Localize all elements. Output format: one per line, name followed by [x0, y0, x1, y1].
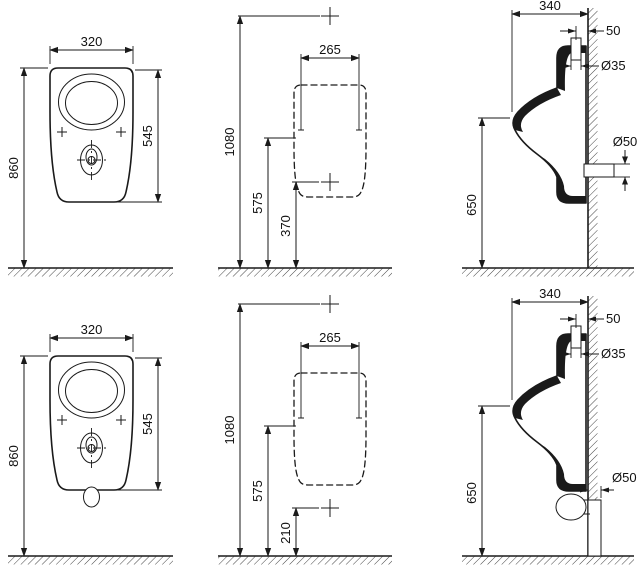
- dim-bowl-height: 545: [117, 69, 162, 203]
- urinal-side-profile: [512, 45, 587, 204]
- dim-label-bowl-height: 545: [140, 125, 155, 147]
- floor-hatch: [462, 268, 634, 277]
- dim-outlet-diameter: Ø50: [613, 134, 638, 191]
- floor-hatch: [462, 556, 634, 565]
- wall-hatch: [588, 296, 598, 556]
- dim-mid-height: 575: [250, 425, 296, 557]
- dim-inlet-diameter: Ø35: [558, 58, 626, 73]
- dim-label-fixing-width: 265: [319, 42, 341, 57]
- dim-rim-height: 650: [464, 405, 510, 557]
- outlet-cross-mark: [321, 499, 339, 517]
- dim-outlet-height: 210: [278, 507, 319, 557]
- row1-front-view: 320 545 860: [6, 34, 173, 277]
- urinal-outline-dashed: [293, 372, 367, 486]
- dim-label-outlet-height: 370: [278, 215, 293, 237]
- flush-target-symbol: [77, 140, 106, 182]
- row1: 320 545 860: [6, 0, 637, 277]
- dim-label-outlet-height: 210: [278, 522, 293, 544]
- row2: 320 545 860: [6, 286, 637, 565]
- downpipe: [587, 499, 602, 557]
- dim-label-depth: 340: [539, 0, 561, 13]
- dim-label-mid-height: 575: [250, 480, 265, 502]
- front-outlet-trap: [83, 486, 100, 508]
- dim-depth: 340: [511, 286, 589, 400]
- dim-label-inlet-diameter: Ø35: [601, 58, 626, 73]
- fixing-marks: [57, 415, 126, 425]
- floor-hatch: [8, 268, 173, 277]
- dim-total-height: 860: [6, 355, 48, 557]
- dim-bowl-height: 545: [117, 357, 162, 491]
- dim-label-supply-offset: 50: [606, 311, 620, 326]
- dim-label-outlet-diameter: Ø50: [612, 470, 637, 485]
- rim-outer: [58, 73, 125, 131]
- dim-label-fixing-width: 265: [319, 330, 341, 345]
- section-top: [557, 46, 586, 91]
- dim-label-supply-height: 1080: [222, 416, 237, 445]
- supply-cross-mark: [321, 295, 339, 313]
- outlet-pipe: [583, 163, 615, 178]
- dim-front-width: 320: [49, 34, 134, 64]
- dim-mid-height: 575: [250, 137, 296, 269]
- dim-label-total-height: 860: [6, 445, 21, 467]
- dim-label-depth: 340: [539, 286, 561, 301]
- floor-hatch: [218, 556, 392, 565]
- rim-inner: [65, 369, 118, 413]
- floor-hatch: [8, 556, 173, 565]
- flush-target-symbol: [77, 428, 106, 470]
- outlet-cross-mark: [321, 173, 339, 191]
- dim-label-bowl-height: 545: [140, 413, 155, 435]
- dim-supply-offset: 50: [560, 311, 620, 328]
- dim-label-total-height: 860: [6, 157, 21, 179]
- dim-label-supply-offset: 50: [606, 23, 620, 38]
- dim-fixing-width: 265: [298, 42, 362, 131]
- urinal-outline-dashed: [293, 84, 367, 198]
- inlet-spigot: [570, 37, 582, 61]
- dim-depth: 340: [511, 0, 589, 112]
- dim-supply-height: 1080: [222, 15, 320, 269]
- dim-rim-height: 650: [464, 117, 510, 269]
- section-top: [557, 334, 586, 379]
- siphon-trap: [555, 493, 587, 521]
- dim-label-front-width: 320: [81, 322, 103, 337]
- dim-supply-height: 1080: [222, 303, 320, 557]
- supply-cross-mark: [321, 7, 339, 25]
- fixing-marks: [57, 127, 126, 137]
- dim-label-supply-height: 1080: [222, 128, 237, 157]
- dim-label-mid-height: 575: [250, 192, 265, 214]
- row2-side-view: 340 50 Ø35 Ø50: [462, 286, 637, 565]
- section-rim: [513, 376, 561, 420]
- dim-outlet-diameter: Ø50: [572, 470, 637, 498]
- dim-front-width: 320: [49, 322, 134, 352]
- row1-side-view: 340 50 Ø35 Ø50: [462, 0, 637, 277]
- section-bottom: [537, 154, 586, 203]
- dim-supply-offset: 50: [560, 23, 620, 40]
- dim-label-inlet-diameter: Ø35: [601, 346, 626, 361]
- dim-fixing-width: 265: [298, 330, 362, 419]
- row1-installation-view: 265 1080 575 370: [218, 7, 392, 277]
- rim-inner: [65, 81, 118, 125]
- urinal-front-body: [49, 67, 134, 203]
- dim-total-height: 860: [6, 67, 48, 269]
- rim-outer: [58, 361, 125, 419]
- urinal-side-profile: [512, 333, 587, 492]
- dim-outlet-height: 370: [278, 181, 319, 269]
- dim-label-front-width: 320: [81, 34, 103, 49]
- floor-hatch: [218, 268, 392, 277]
- section-rim: [513, 88, 561, 132]
- dim-inlet-diameter: Ø35: [558, 346, 626, 361]
- row2-front-view: 320 545 860: [6, 322, 173, 565]
- dim-label-rim-height: 650: [464, 482, 479, 504]
- inlet-spigot: [570, 325, 582, 349]
- dim-label-rim-height: 650: [464, 194, 479, 216]
- dim-label-outlet-diameter: Ø50: [613, 134, 638, 149]
- urinal-front-body: [49, 355, 134, 491]
- section-bottom: [537, 442, 586, 491]
- row2-installation-view: 265 1080 575 210: [218, 295, 392, 565]
- wall-hatch: [588, 8, 598, 268]
